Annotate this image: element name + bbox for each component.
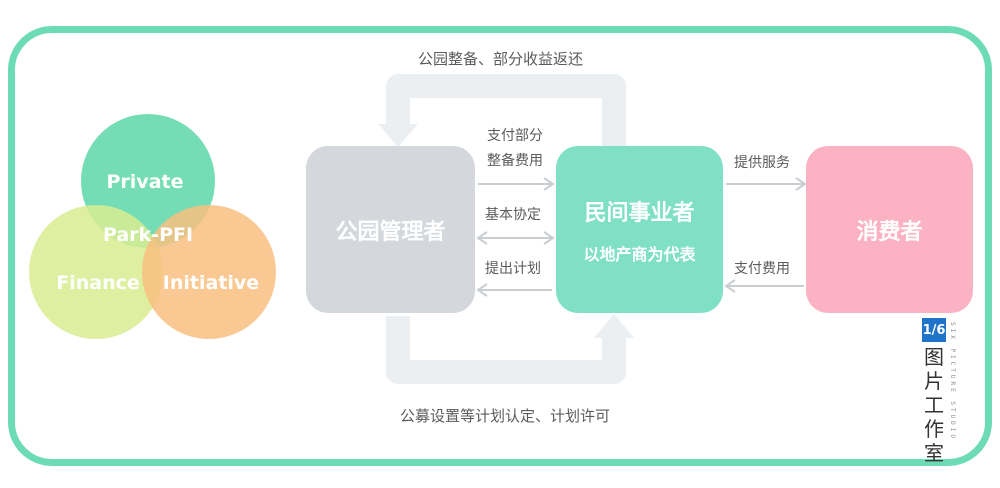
bottom-loop-label: 公募设置等计划认定、计划许可: [400, 407, 611, 425]
watermark-small-text: SIX PICTURE STUDIO: [949, 322, 956, 442]
top-loop-label: 公园整备、部分收益返还: [418, 50, 584, 68]
venn-diagram: Private Park-PFI Finance Initiative: [29, 114, 276, 339]
agreement-arrow: [476, 231, 555, 245]
venn-label-private: Private: [107, 171, 184, 193]
pay-arrow: [478, 177, 555, 191]
watermark-vertical-text: 图片工作室: [924, 345, 944, 465]
node-private-operator-title: 民间事业者: [584, 200, 695, 226]
node-park-admin-title: 公园管理者: [335, 219, 446, 245]
node-private-operator-subtitle: 以地产商为代表: [583, 244, 696, 264]
venn-circle-finance: [29, 205, 163, 339]
top-loop-arrow: [378, 74, 626, 147]
node-consumer-title: 消费者: [856, 219, 923, 245]
fee-label: 支付费用: [734, 261, 790, 277]
node-private-operator: 民间事业者 以地产商为代表: [556, 146, 723, 313]
node-consumer: 消费者: [806, 146, 973, 313]
venn-circle-initiative: [142, 205, 276, 339]
pay-label-line-2: 整备费用: [487, 153, 543, 169]
fee-arrow: [724, 279, 804, 293]
venn-label-finance: Finance: [56, 272, 140, 294]
node-park-admin: 公园管理者: [306, 146, 475, 313]
pay-label-line-1: 支付部分: [487, 128, 543, 144]
plan-label: 提出计划: [485, 261, 541, 277]
venn-label-center: Park-PFI: [103, 224, 193, 246]
watermark: 1/6 图片工作室 SIX PICTURE STUDIO: [922, 318, 956, 465]
agreement-label: 基本协定: [485, 207, 541, 223]
watermark-logo: 1/6: [922, 318, 946, 342]
venn-label-initiative: Initiative: [163, 272, 259, 294]
plan-arrow: [476, 283, 552, 297]
service-label: 提供服务: [734, 155, 790, 171]
service-arrow: [726, 177, 807, 191]
bottom-loop-arrow: [386, 314, 634, 384]
pay-label: 支付部分 整备费用: [478, 124, 552, 174]
